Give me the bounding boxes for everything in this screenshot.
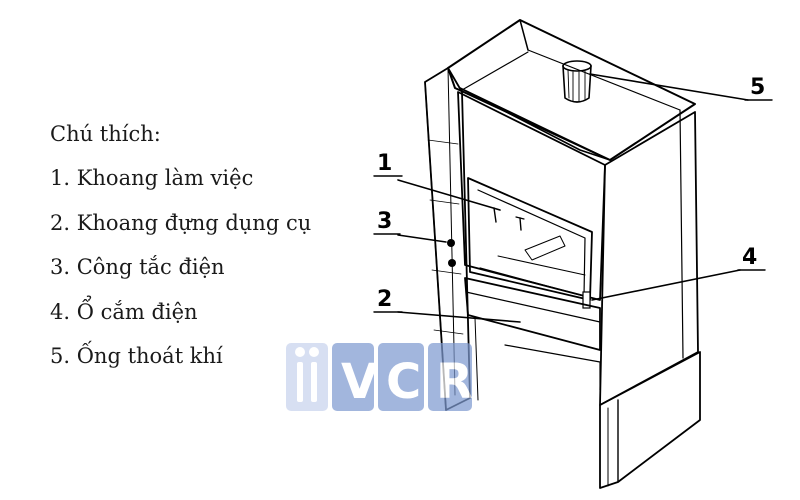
legend: Chú thích: 1. Khoang làm việc 2. Khoang … [50, 122, 350, 389]
tool-compartment [464, 277, 601, 401]
legend-item-power-socket: 4. Ổ cắm điện [50, 299, 198, 324]
hood-top-box [447, 19, 696, 161]
power-socket [582, 291, 591, 309]
legend-item-exhaust-pipe: 5. Ống thoát khí [50, 344, 223, 368]
callout-leaders [373, 73, 773, 323]
working-chamber [467, 177, 593, 301]
right-leg [599, 351, 701, 489]
callout-4: 4 [742, 245, 757, 270]
legend-item-tool-compartment: 2. Khoang đựng dụng cụ [50, 210, 312, 235]
callout-1: 1 [377, 151, 392, 176]
legend-title: Chú thích: [50, 122, 161, 146]
legend-item-working-chamber: 1. Khoang làm việc [50, 166, 254, 190]
legend-item-power-switch: 3. Công tắc điện [50, 255, 225, 279]
callout-2: 2 [377, 287, 392, 312]
hood-front-frame [457, 91, 606, 301]
legend-list: 1. Khoang làm việc 2. Khoang đựng dụng c… [50, 166, 350, 368]
right-side-panel [599, 109, 699, 406]
callout-3: 3 [377, 209, 392, 234]
power-switch [447, 239, 456, 267]
exhaust-pipe [562, 60, 592, 103]
callout-5: 5 [750, 75, 765, 100]
